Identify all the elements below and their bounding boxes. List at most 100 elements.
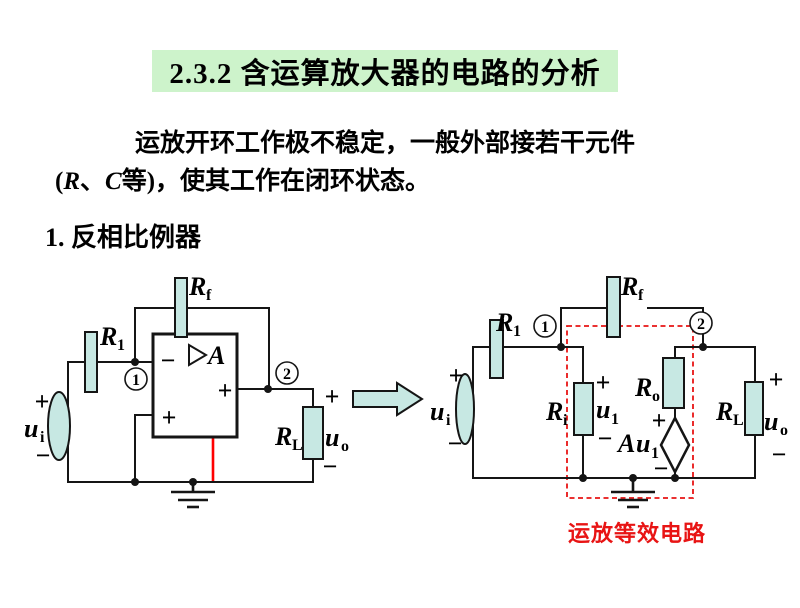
- svg-text:R: R: [99, 322, 117, 351]
- svg-text:+: +: [596, 368, 611, 397]
- svg-text:1: 1: [651, 445, 659, 462]
- svg-text:R: R: [634, 373, 652, 402]
- svg-text:f: f: [206, 287, 212, 304]
- label-ri: R i: [545, 397, 568, 429]
- opamp-output-sign: +: [218, 376, 233, 405]
- svg-text:2: 2: [283, 366, 291, 383]
- svg-text:−: −: [448, 429, 463, 458]
- opamp-noninverting-input-sign: +: [162, 403, 177, 432]
- section-title: 反相比例器: [71, 223, 202, 252]
- svg-text:R: R: [620, 272, 638, 301]
- node-2-badge: 2: [275, 361, 299, 385]
- svg-text:i: i: [563, 412, 568, 429]
- svg-text:u: u: [325, 423, 339, 452]
- intro-line2-rest: 等)，使其工作在闭环状态。: [121, 168, 431, 195]
- intro-text-line1: 运放开环工作极不稳定，一般外部接若干元件: [135, 130, 636, 157]
- opamp-gain-label: A: [206, 341, 225, 370]
- svg-text:R: R: [545, 397, 563, 426]
- svg-text:+: +: [449, 361, 464, 390]
- svg-text:1: 1: [513, 323, 521, 340]
- svg-text:u: u: [430, 397, 444, 426]
- label-rf: R f: [188, 272, 212, 304]
- node-dot: [557, 343, 565, 351]
- svg-text:+: +: [652, 406, 667, 435]
- label-ui: + u i −: [24, 387, 50, 470]
- svg-text:−: −: [598, 424, 613, 453]
- label-rl-right: R L: [715, 397, 744, 429]
- label-uo-right: + u o −: [764, 365, 788, 469]
- svg-text:f: f: [638, 287, 644, 304]
- svg-text:R: R: [188, 272, 206, 301]
- svg-text:i: i: [40, 429, 45, 446]
- section-number: 1.: [45, 223, 65, 252]
- left-circuit: A − + + R 1 R f 1: [24, 272, 349, 509]
- svg-text:R: R: [495, 308, 513, 337]
- svg-text:o: o: [341, 438, 349, 455]
- svg-text:−: −: [36, 441, 51, 470]
- node-2-badge-right: 2: [689, 311, 713, 335]
- section-heading: 1. 反相比例器: [45, 217, 201, 254]
- svg-text:u: u: [24, 414, 38, 443]
- label-ui-right: + u i −: [430, 361, 463, 458]
- symbol-C: C: [105, 168, 122, 195]
- node-1-badge: 1: [124, 367, 148, 391]
- svg-text:A: A: [616, 429, 635, 458]
- node-1-badge-right: 1: [533, 314, 557, 338]
- svg-text:1: 1: [611, 411, 619, 428]
- svg-text:L: L: [733, 412, 744, 429]
- node-dot: [131, 358, 139, 366]
- resistor-r1: [84, 331, 98, 393]
- resistor-r1-right: [489, 319, 504, 379]
- page-title: 2.3.2 含运算放大器的电路的分析: [152, 50, 618, 92]
- resistor-rl-right: [744, 381, 764, 436]
- opamp-inverting-input-sign: −: [161, 346, 176, 375]
- svg-text:R: R: [274, 422, 292, 451]
- opamp-triangle-icon: [188, 343, 208, 367]
- right-circuit: R 1 1 R f 2 + u i − R i: [430, 272, 788, 546]
- svg-text:−: −: [772, 440, 787, 469]
- svg-text:u: u: [764, 407, 778, 436]
- svg-text:−: −: [323, 452, 338, 481]
- node-dot: [579, 474, 587, 482]
- label-uo: + u o −: [323, 382, 349, 481]
- resistor-rf-right: [606, 276, 621, 338]
- paren-open: (: [55, 168, 64, 195]
- left-ground-icon: [171, 482, 215, 509]
- label-r1: R 1: [99, 322, 125, 354]
- equivalent-circuit-dashed-box: [566, 325, 694, 499]
- symbol-R: R: [63, 168, 81, 195]
- intro-text-line2: (R、C等)，使其工作在闭环状态。: [55, 161, 430, 197]
- label-ro: R o: [634, 373, 660, 405]
- svg-text:+: +: [325, 382, 340, 411]
- label-rl: R L: [274, 422, 303, 454]
- svg-text:o: o: [780, 422, 788, 439]
- svg-text:R: R: [715, 397, 733, 426]
- resistor-ri: [573, 382, 594, 436]
- transform-arrow-icon: [352, 381, 424, 417]
- resistor-ro: [662, 357, 685, 409]
- resistor-rf: [174, 277, 188, 338]
- right-ground-icon: [611, 478, 655, 509]
- svg-text:+: +: [35, 387, 50, 416]
- node-dot: [699, 343, 707, 351]
- resistor-rl: [302, 406, 324, 460]
- equivalent-circuit-caption: 运放等效电路: [568, 521, 706, 546]
- svg-text:i: i: [446, 412, 451, 429]
- label-u1: + u 1 −: [596, 368, 619, 453]
- svg-text:u: u: [636, 429, 650, 458]
- svg-text:−: −: [654, 454, 669, 483]
- ideographic-comma: 、: [80, 168, 106, 195]
- label-rf-right: R f: [620, 272, 644, 304]
- node-dot: [629, 474, 637, 482]
- svg-text:1: 1: [132, 372, 140, 389]
- node-dot: [264, 385, 272, 393]
- node-dot: [131, 478, 139, 486]
- input-source: [47, 391, 71, 461]
- node-dot: [671, 474, 679, 482]
- dependent-source-diamond: [659, 415, 691, 475]
- svg-text:1: 1: [117, 337, 125, 354]
- svg-text:+: +: [769, 365, 784, 394]
- svg-text:1: 1: [541, 319, 549, 336]
- input-source-right: [455, 373, 475, 445]
